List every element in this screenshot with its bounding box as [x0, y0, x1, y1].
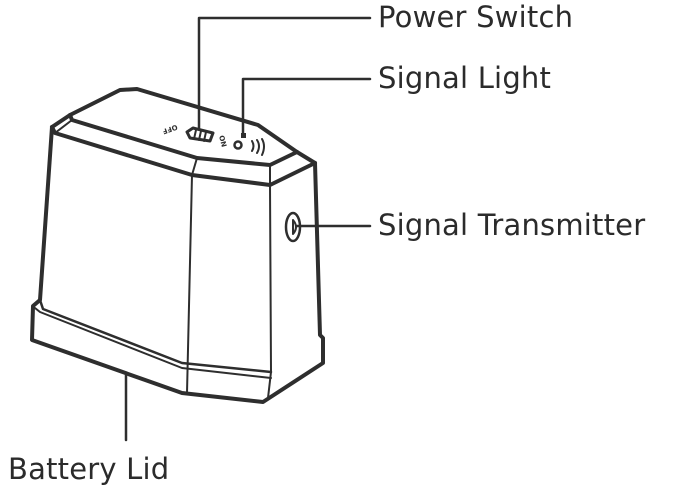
off-marking: OFF: [161, 123, 179, 136]
signal-light-label: Signal Light: [378, 61, 552, 95]
device-body: [30, 87, 325, 404]
signal-transmitter-label: Signal Transmitter: [378, 208, 646, 242]
signal-waves-icon: [251, 138, 265, 156]
callout-lines: [124, 16, 372, 442]
battery-lid-label: Battery Lid: [8, 452, 170, 486]
power-switch: OFF ON: [161, 123, 228, 149]
on-marking: ON: [217, 135, 228, 149]
power-switch-label: Power Switch: [378, 0, 574, 34]
signal-light: [233, 133, 265, 156]
